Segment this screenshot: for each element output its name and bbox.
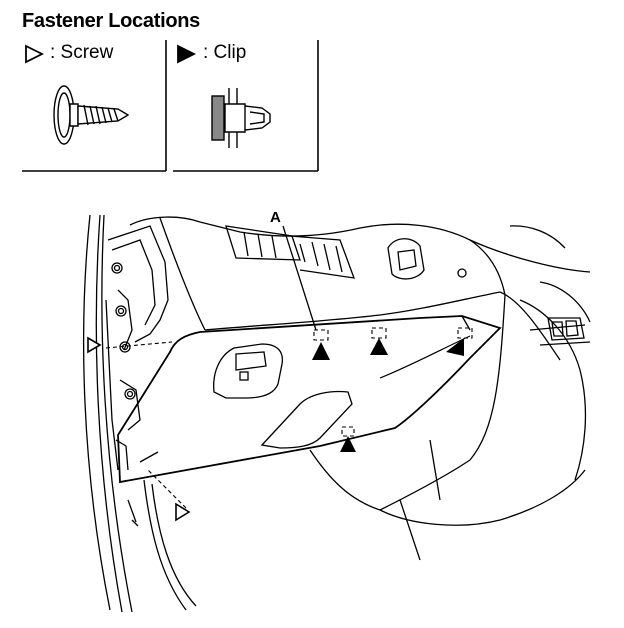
clip-illustration bbox=[211, 88, 271, 148]
clip-marker-4-icon bbox=[446, 338, 464, 356]
clip-marker-3-icon bbox=[340, 436, 356, 452]
clip-marker-2-icon bbox=[370, 338, 388, 355]
callout-line-a bbox=[282, 225, 317, 331]
dashboard-drawing bbox=[82, 214, 591, 613]
screw-marker-left-icon bbox=[87, 336, 102, 354]
screw-marker-bottom-icon bbox=[175, 502, 191, 522]
diagram-title: Fastener Locations bbox=[22, 10, 200, 32]
legend-screw-label: : Screw bbox=[50, 42, 114, 63]
leader-lines bbox=[105, 327, 473, 509]
legend-clip-label: : Clip bbox=[203, 42, 247, 63]
callout-label-a: A bbox=[270, 209, 281, 226]
clip-marker-1-icon bbox=[312, 342, 330, 360]
clip-symbol-icon bbox=[177, 44, 197, 64]
screw-illustration bbox=[53, 85, 130, 145]
screw-symbol-icon bbox=[25, 44, 45, 64]
legend-frame bbox=[22, 40, 319, 172]
